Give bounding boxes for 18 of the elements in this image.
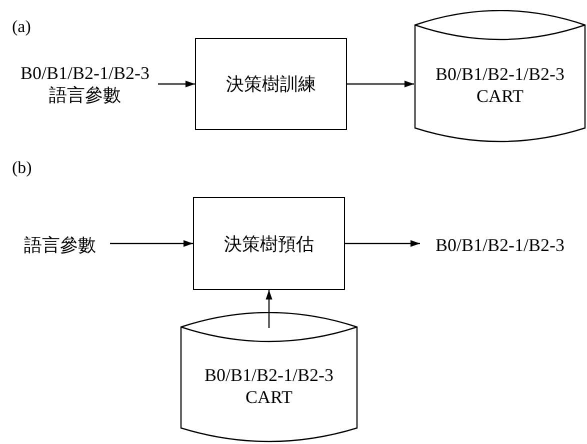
database-cylinder (180, 312, 358, 443)
process-box (193, 197, 345, 290)
arrow (158, 80, 195, 88)
node-text: B0/B1/B2-1/B2-3 CART (203, 364, 334, 408)
node-text: B0/B1/B2-1/B2-3 CART (434, 62, 566, 106)
arrow (266, 290, 272, 328)
panel-label: (a) (12, 16, 31, 38)
panel-label: (b) (12, 157, 32, 179)
node-text: B0/B1/B2-1/B2-3 語言參數 (19, 62, 150, 106)
node-text: B0/B1/B2-1/B2-3 (435, 234, 564, 256)
node-text: 決策樹訓練 (226, 73, 316, 95)
node-text: 語言參數 (24, 234, 96, 256)
database-cylinder (414, 10, 586, 143)
arrow (110, 240, 193, 247)
arrow (347, 80, 414, 88)
arrow (345, 240, 420, 247)
process-box (195, 38, 347, 130)
node-text: 決策樹預估 (224, 232, 314, 254)
